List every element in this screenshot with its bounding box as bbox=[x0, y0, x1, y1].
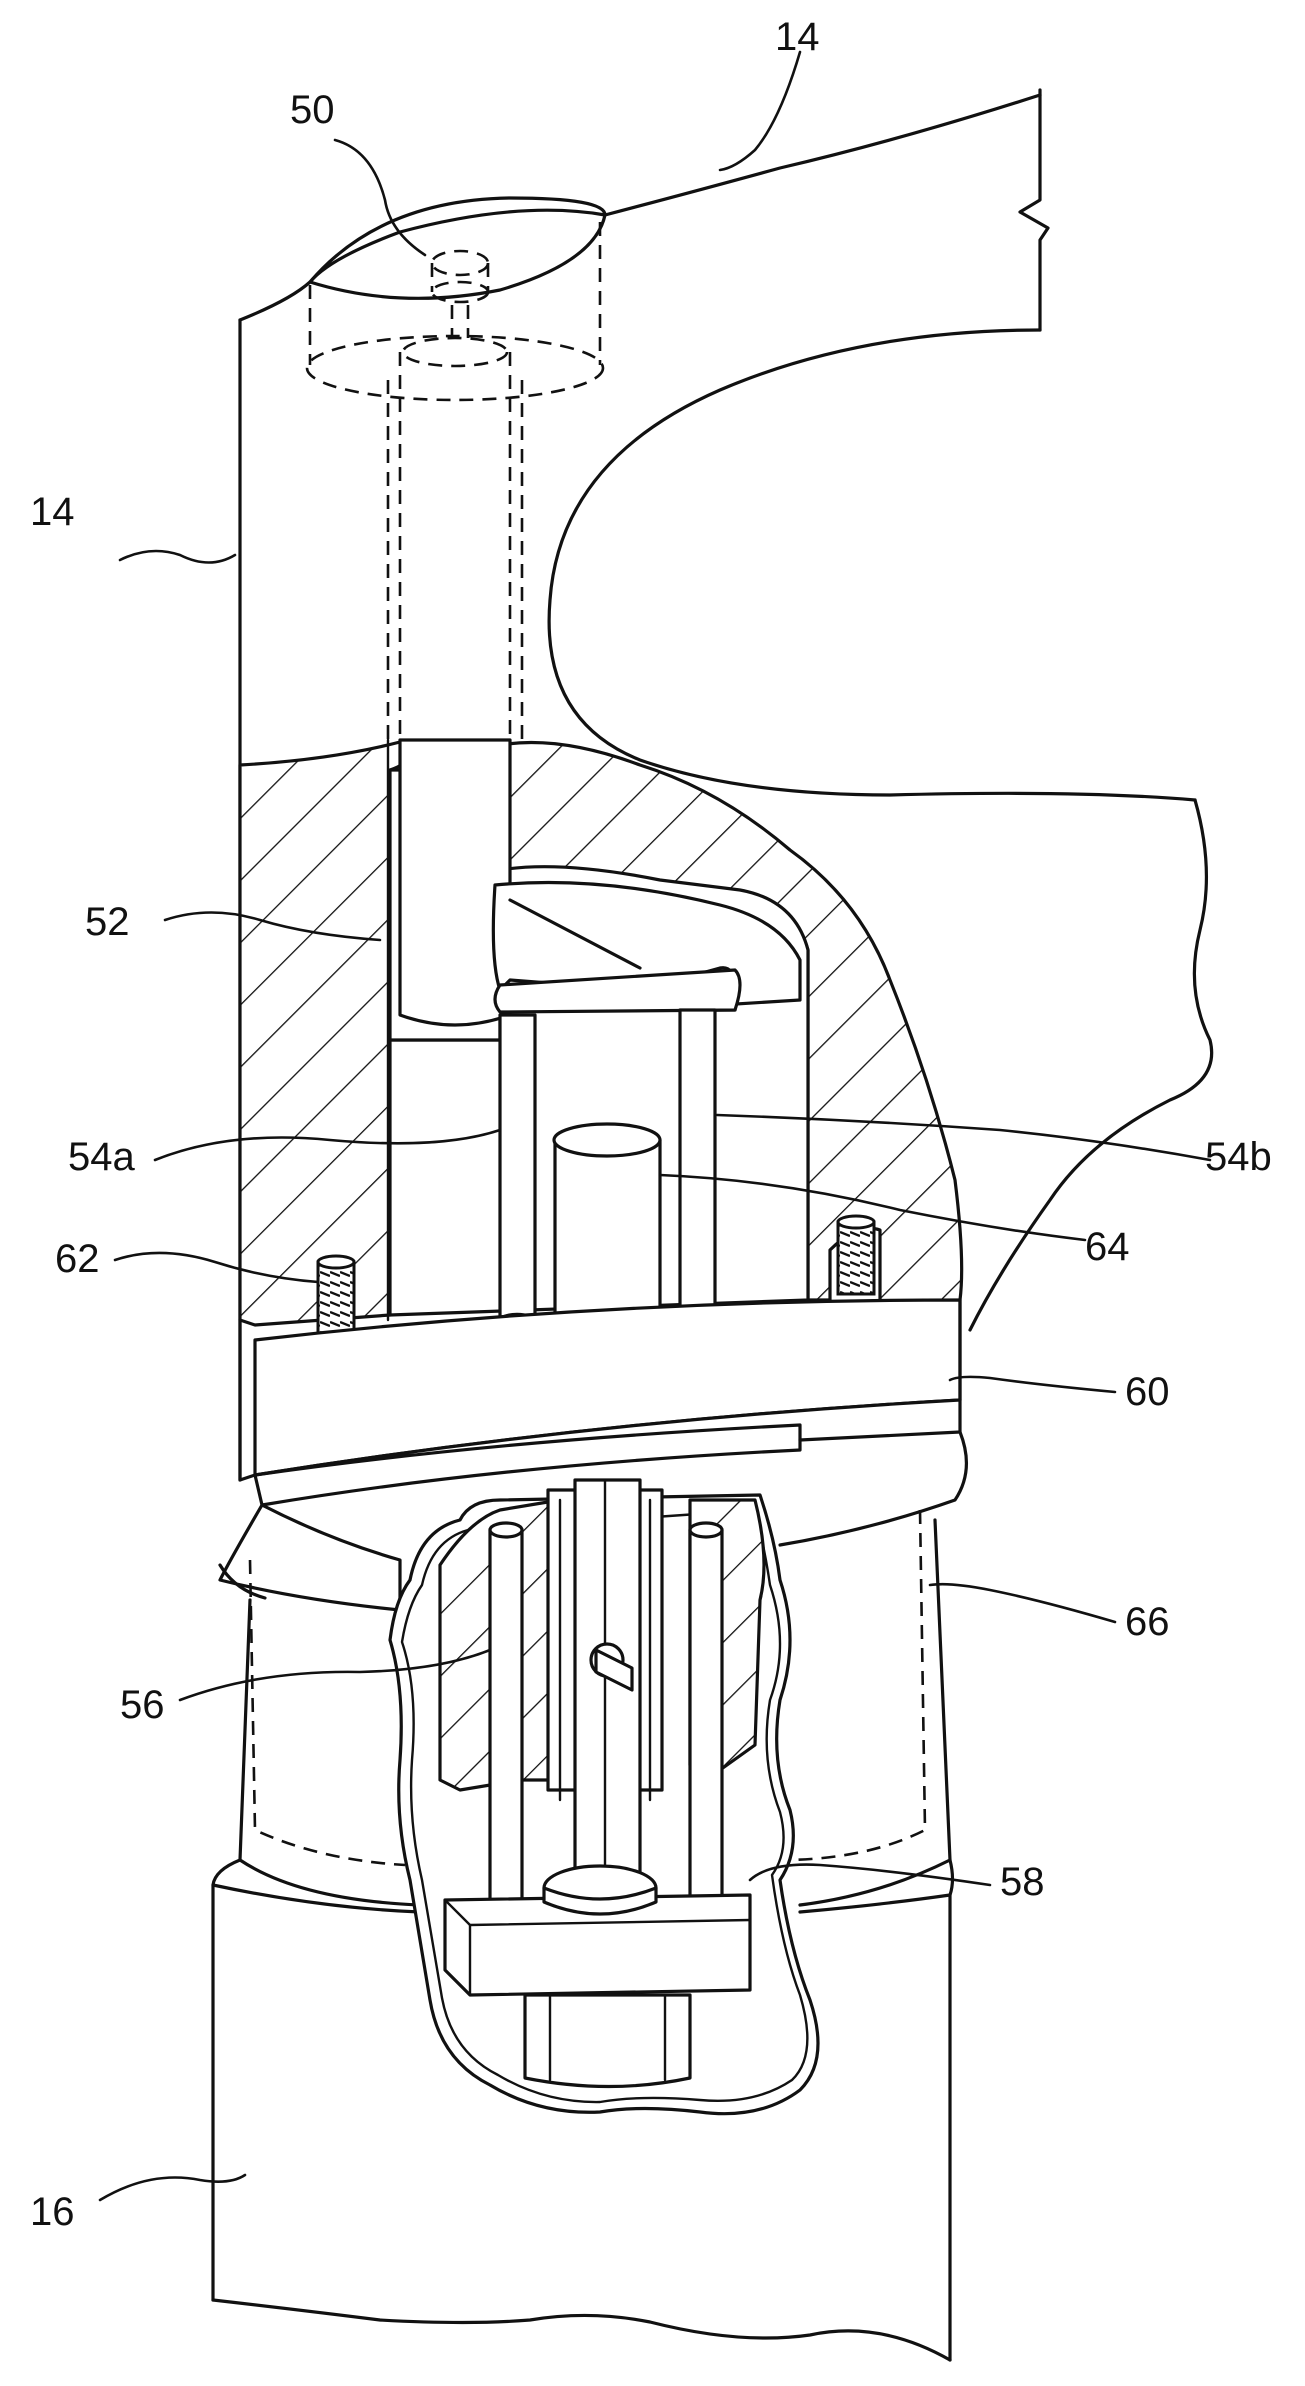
rod-54b bbox=[680, 1010, 715, 1321]
label-66: 66 bbox=[1125, 1600, 1170, 1644]
label-62: 62 bbox=[55, 1237, 100, 1281]
leader-66 bbox=[930, 1584, 1115, 1622]
label-16: 16 bbox=[30, 2190, 75, 2234]
pin-62-left bbox=[318, 1256, 354, 1334]
label-54b: 54b bbox=[1205, 1135, 1272, 1179]
shaft-52-hidden bbox=[388, 338, 522, 740]
label-50: 50 bbox=[290, 88, 335, 132]
leader-16 bbox=[100, 2175, 245, 2200]
label-54a: 54a bbox=[68, 1135, 135, 1179]
leader-50 bbox=[335, 140, 425, 255]
rod-54a bbox=[500, 1015, 535, 1326]
pin-62-right bbox=[838, 1216, 874, 1294]
label-64: 64 bbox=[1085, 1225, 1130, 1269]
cap-50 bbox=[307, 198, 605, 400]
label-60: 60 bbox=[1125, 1370, 1170, 1414]
leader-14-left bbox=[120, 551, 235, 563]
label-14-left: 14 bbox=[30, 490, 75, 534]
collar-56 bbox=[440, 1480, 764, 1900]
plate-60 bbox=[240, 1300, 960, 1505]
label-58: 58 bbox=[1000, 1860, 1045, 1904]
cylinder-64 bbox=[554, 1124, 660, 1335]
label-14-top: 14 bbox=[775, 15, 820, 59]
label-52: 52 bbox=[85, 900, 130, 944]
leader-14-top bbox=[720, 52, 800, 170]
label-56: 56 bbox=[120, 1683, 165, 1727]
leader-60 bbox=[950, 1377, 1115, 1392]
